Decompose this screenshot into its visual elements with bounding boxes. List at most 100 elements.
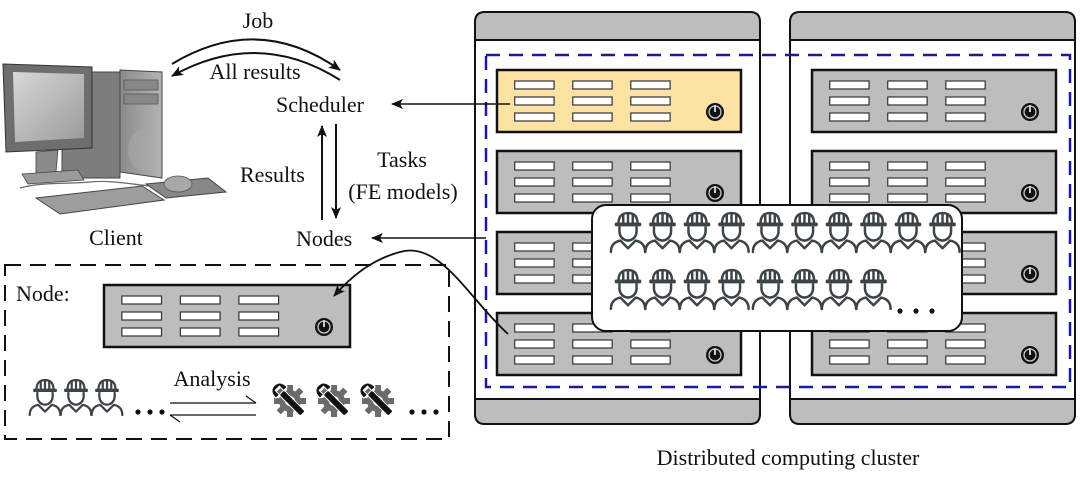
node-detail-server (102, 283, 352, 349)
tasks-subtitle-label: (FE models) (348, 179, 458, 204)
drive-bay (829, 355, 870, 365)
drive-bay (572, 355, 613, 365)
hardhat-worker-icon (855, 268, 892, 311)
hardhat-worker-icon (678, 268, 716, 311)
drive-bay (238, 311, 280, 321)
power-button-icon (1021, 184, 1039, 202)
hardhat-worker-icon (713, 268, 750, 311)
node-detail-box (4, 264, 450, 440)
results-label: Results (240, 162, 305, 187)
drive-bay (572, 80, 613, 90)
rack-bottom-cap (474, 398, 761, 425)
all-results-arrow (171, 52, 341, 81)
drive-bay (945, 112, 986, 122)
drive-bay (630, 161, 671, 171)
rack-top-cap (474, 11, 761, 41)
node-zoom-arrow (333, 249, 509, 335)
analysis-label: Analysis (173, 366, 251, 391)
hardhat-worker-icon (751, 268, 789, 311)
drive-bay (630, 355, 671, 365)
drive-bay (238, 295, 280, 305)
rack-top-cap (789, 11, 1076, 41)
hardhat-worker-icon (820, 211, 858, 254)
hardhat-worker-icon (786, 268, 823, 311)
drive-bay (829, 80, 870, 90)
hardhat-worker-icon (924, 211, 961, 254)
drive-bay (887, 112, 928, 122)
ellipsis-dot (421, 409, 427, 415)
nodes-label: Nodes (296, 226, 353, 251)
node-workers (28, 379, 124, 417)
drive-bay (630, 112, 671, 122)
drive-bay (945, 355, 986, 365)
power-button-icon (1021, 265, 1039, 283)
cluster-boundary-dashed (484, 53, 1072, 389)
drive-bay (945, 193, 986, 203)
client-label: Client (89, 225, 143, 250)
all-results-label: All results (209, 59, 301, 84)
drive-bay (179, 311, 221, 321)
drive-bay (514, 242, 555, 252)
hardhat-worker-icon (678, 211, 716, 254)
gear-wrench-icon (271, 382, 306, 417)
power-button-icon (706, 103, 724, 121)
drive-bay (514, 323, 555, 333)
drive-bay (945, 80, 986, 90)
tasks-label: Tasks (377, 147, 427, 172)
node-detail-title: Node: (16, 281, 70, 306)
hardhat-worker-icon (644, 211, 681, 254)
drive-bay (514, 112, 555, 122)
scheduler-label: Scheduler (276, 92, 364, 117)
ellipsis-dot (433, 409, 439, 415)
power-button-icon (706, 184, 724, 202)
ellipsis-dots (135, 308, 935, 415)
job-label: Job (242, 8, 274, 33)
drive-bay (514, 274, 555, 284)
drive-bay (572, 339, 613, 349)
power-button-icon (706, 346, 724, 364)
drive-bay (945, 161, 986, 171)
node-server (102, 283, 352, 349)
drive-bay (630, 96, 671, 106)
drive-bay (829, 193, 870, 203)
drive-bay (572, 193, 613, 203)
hardhat-worker-icon (751, 211, 789, 254)
analysis-backward-head (169, 414, 181, 423)
analysis-forward-head (245, 395, 257, 404)
drive-bay (829, 96, 870, 106)
drive-bay (179, 295, 221, 305)
compute-server (810, 149, 1058, 215)
ellipsis-dot (409, 409, 415, 415)
ellipsis-dot (929, 308, 935, 314)
ellipsis-dot (913, 308, 919, 314)
drive-bay (887, 177, 928, 187)
drive-bay (945, 339, 986, 349)
compute-server (810, 68, 1058, 134)
drive-bay (887, 355, 928, 365)
drive-bay (514, 355, 555, 365)
drive-bay (572, 177, 613, 187)
drive-bay (887, 339, 928, 349)
drive-bay (514, 339, 555, 349)
worker-callout (591, 204, 963, 332)
node-tools (271, 382, 394, 417)
drive-bay (572, 112, 613, 122)
drive-bay (514, 80, 555, 90)
hardhat-worker-icon (786, 211, 823, 254)
drive-bay (887, 96, 928, 106)
drive-bay (179, 327, 221, 337)
power-button-icon (1021, 103, 1039, 121)
hardhat-worker-icon (609, 268, 647, 311)
hardhat-worker-icon (644, 268, 681, 311)
drive-bay (572, 96, 613, 106)
gear-wrench-icon (359, 382, 394, 417)
hardhat-worker-icon (855, 211, 892, 254)
drive-bay (945, 177, 986, 187)
ellipsis-dot (897, 308, 903, 314)
drive-bay (238, 327, 280, 337)
hardhat-worker-icon (713, 211, 750, 254)
drive-bay (829, 339, 870, 349)
drive-bay (121, 311, 163, 321)
